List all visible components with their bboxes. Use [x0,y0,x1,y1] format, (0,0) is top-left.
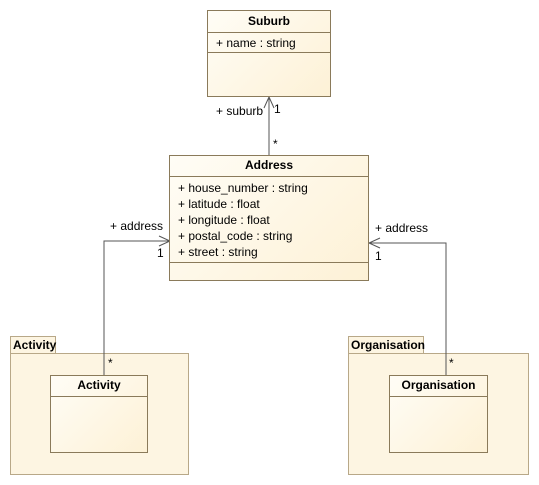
class-suburb[interactable]: Suburb + name : string [207,10,331,97]
association-line-activity [103,240,170,376]
attribute: + postal_code : string [178,229,293,243]
class-name-suburb: Suburb [208,11,330,33]
multiplicity-suburb-target: 1 [274,102,281,116]
role-label-organisation: + address [375,221,429,235]
role-label-suburb: + suburb [216,104,264,118]
package-tab-activity[interactable]: Activity [10,336,56,354]
class-address[interactable]: Address + house_number : string + latitu… [169,155,369,281]
class-attributes-address: + house_number : string + latitude : flo… [170,177,368,263]
package-name-organisation: Organisation [351,338,426,352]
class-name-activity: Activity [51,376,147,397]
class-name-organisation: Organisation [390,376,487,397]
attribute: + street : string [178,245,258,259]
arrowhead-organisation [367,237,381,249]
arrowhead-suburb [263,95,275,109]
attribute: + name : string [216,36,296,50]
multiplicity-activity-source: * [108,356,113,370]
class-attributes-suburb: + name : string [208,33,330,53]
multiplicity-activity-target: 1 [157,246,164,260]
class-activity[interactable]: Activity [50,375,148,453]
attribute: + latitude : float [178,197,260,211]
attribute: + house_number : string [178,181,308,195]
class-name-address: Address [170,156,368,177]
class-organisation[interactable]: Organisation [389,375,488,453]
package-tab-organisation[interactable]: Organisation [348,336,426,354]
multiplicity-organisation-source: * [449,356,454,370]
multiplicity-organisation-target: 1 [375,249,382,263]
attribute: + longitude : float [178,213,270,227]
package-name-activity: Activity [13,338,57,352]
association-line-organisation [369,242,447,376]
role-label-activity: + address [110,219,164,233]
multiplicity-suburb-source: * [273,137,278,151]
